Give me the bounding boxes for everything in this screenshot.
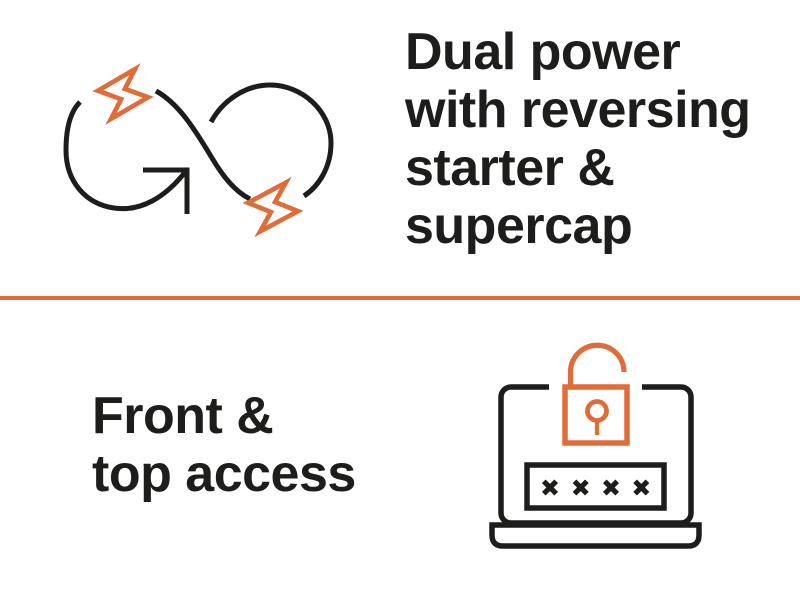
heading-dual-power: Dual power with reversing starter & supe… <box>405 23 751 255</box>
heading-front-top-access: Front & top access <box>92 387 356 503</box>
lightning-bolt-icon <box>92 63 154 125</box>
infinity-crossing-stroke <box>154 88 252 202</box>
infinity-right-loop <box>208 82 334 199</box>
laptop-padlock-password-icon <box>489 342 702 549</box>
section-divider <box>0 296 800 300</box>
padlock-shackle <box>567 342 627 390</box>
laptop-base <box>489 522 702 549</box>
infinity-left-loop <box>63 100 188 212</box>
dual-power-infinity-icon <box>63 63 334 238</box>
lightning-bolt-icon <box>242 176 304 238</box>
password-mask-x-icons <box>541 479 650 496</box>
arrow-up-right-icon <box>143 167 190 214</box>
